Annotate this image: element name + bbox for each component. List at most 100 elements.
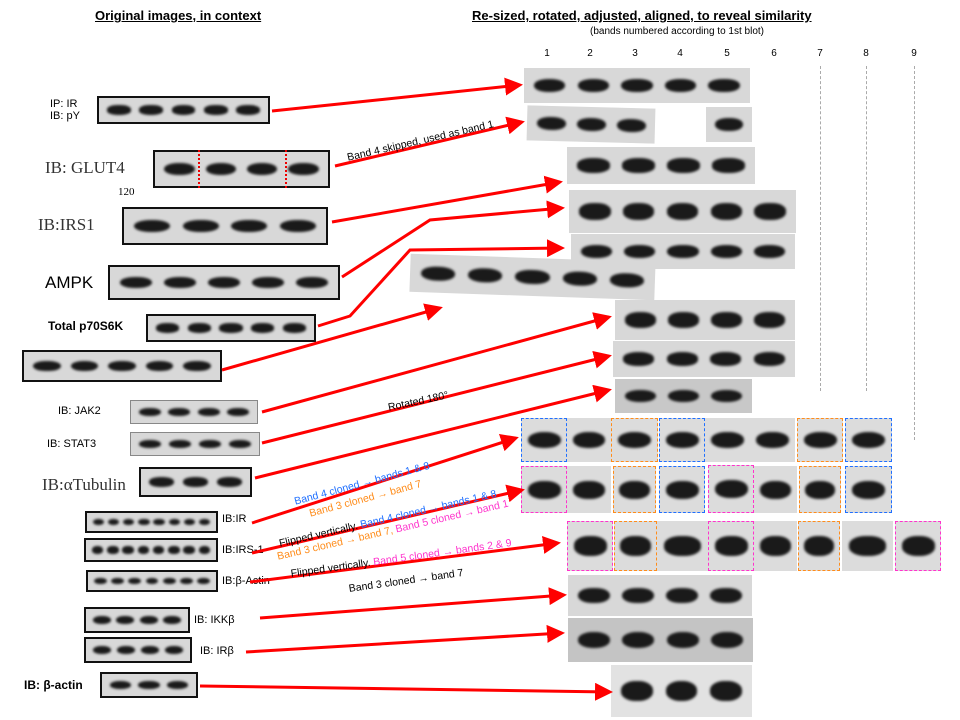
- blot-ikkb: [84, 607, 190, 633]
- band: [122, 546, 134, 554]
- band: [111, 577, 125, 585]
- band: [754, 312, 785, 328]
- band: [171, 105, 196, 115]
- band: [227, 407, 250, 417]
- band: [198, 518, 211, 526]
- band: [116, 615, 135, 625]
- band: [710, 587, 742, 604]
- aligned-strip: [706, 107, 752, 142]
- band: [664, 78, 697, 93]
- band: [665, 480, 699, 499]
- band-tile: [613, 466, 656, 513]
- blot-p70s6k: [146, 314, 316, 342]
- blot-glut4: [153, 150, 330, 188]
- band: [901, 536, 935, 556]
- band: [622, 158, 655, 173]
- band: [760, 536, 791, 556]
- arrow: [251, 484, 525, 555]
- mw-marker: 120: [118, 186, 135, 198]
- label-glut4: IB: GLUT4: [45, 158, 125, 177]
- band: [754, 203, 786, 220]
- label-ir: IB:IR: [222, 513, 247, 525]
- band: [581, 244, 613, 259]
- band: [851, 480, 886, 499]
- band: [622, 631, 655, 649]
- band: [578, 587, 610, 604]
- label-p70s6k: Total p70S6K: [48, 319, 124, 333]
- arrow: [341, 200, 565, 279]
- aligned-strip: [568, 575, 752, 616]
- lane-number: 7: [817, 48, 823, 59]
- band: [282, 323, 306, 333]
- arrow: [261, 312, 612, 414]
- blot-ampk: [108, 265, 340, 300]
- band: [119, 276, 153, 289]
- blot-irs1: [122, 207, 328, 245]
- aligned-strip: [524, 68, 750, 103]
- band: [753, 352, 785, 366]
- band: [711, 312, 742, 328]
- aligned-strip: [615, 379, 752, 413]
- band: [152, 546, 165, 554]
- band: [573, 480, 605, 499]
- band: [756, 431, 789, 449]
- band: [577, 158, 610, 173]
- band: [666, 631, 699, 649]
- band: [711, 431, 744, 449]
- band: [139, 105, 164, 115]
- band: [168, 518, 180, 526]
- aligned-strip: [613, 341, 795, 377]
- band-tile: [659, 466, 705, 513]
- band: [621, 78, 653, 93]
- right-header: Re-sized, rotated, adjusted, aligned, to…: [472, 8, 812, 23]
- band-tile: [614, 521, 657, 571]
- arrow: [271, 77, 523, 113]
- lane-number: 8: [863, 48, 869, 59]
- band: [123, 518, 135, 526]
- band: [203, 105, 228, 115]
- band: [578, 631, 611, 649]
- band: [137, 546, 150, 554]
- band: [139, 615, 158, 625]
- band: [162, 577, 176, 585]
- blot-b-actin: [86, 570, 218, 592]
- band: [197, 577, 210, 585]
- band-tile: [754, 521, 797, 571]
- band: [183, 518, 195, 526]
- band: [579, 203, 611, 220]
- band-tile: [567, 521, 613, 571]
- band: [246, 162, 278, 176]
- band-tile: [659, 418, 705, 462]
- band: [183, 546, 195, 554]
- band: [128, 577, 142, 585]
- band: [229, 439, 251, 449]
- band: [624, 244, 656, 259]
- band: [93, 645, 111, 655]
- band: [168, 407, 191, 417]
- band-tile: [657, 521, 708, 571]
- arrow: [251, 434, 519, 525]
- band-tile: [754, 466, 797, 513]
- band: [573, 536, 607, 556]
- blot-b-actin-2: [100, 672, 198, 698]
- band-tile: [895, 521, 941, 571]
- lane-number: 1: [544, 48, 550, 59]
- arrow: [261, 350, 612, 445]
- label-irs1: IB:IRS1: [38, 215, 95, 234]
- splice-line: [198, 150, 200, 188]
- band: [92, 615, 111, 625]
- band: [620, 536, 651, 556]
- band: [182, 477, 209, 487]
- band-tile: [750, 418, 795, 462]
- band: [664, 536, 701, 556]
- band: [251, 276, 285, 289]
- band-tile: [567, 418, 611, 462]
- lane-number: 3: [632, 48, 638, 59]
- band: [665, 681, 698, 701]
- band: [182, 219, 219, 233]
- aligned-strip: [568, 618, 753, 662]
- aligned-strip: [611, 665, 752, 717]
- arrow: [221, 303, 443, 372]
- band: [179, 577, 193, 585]
